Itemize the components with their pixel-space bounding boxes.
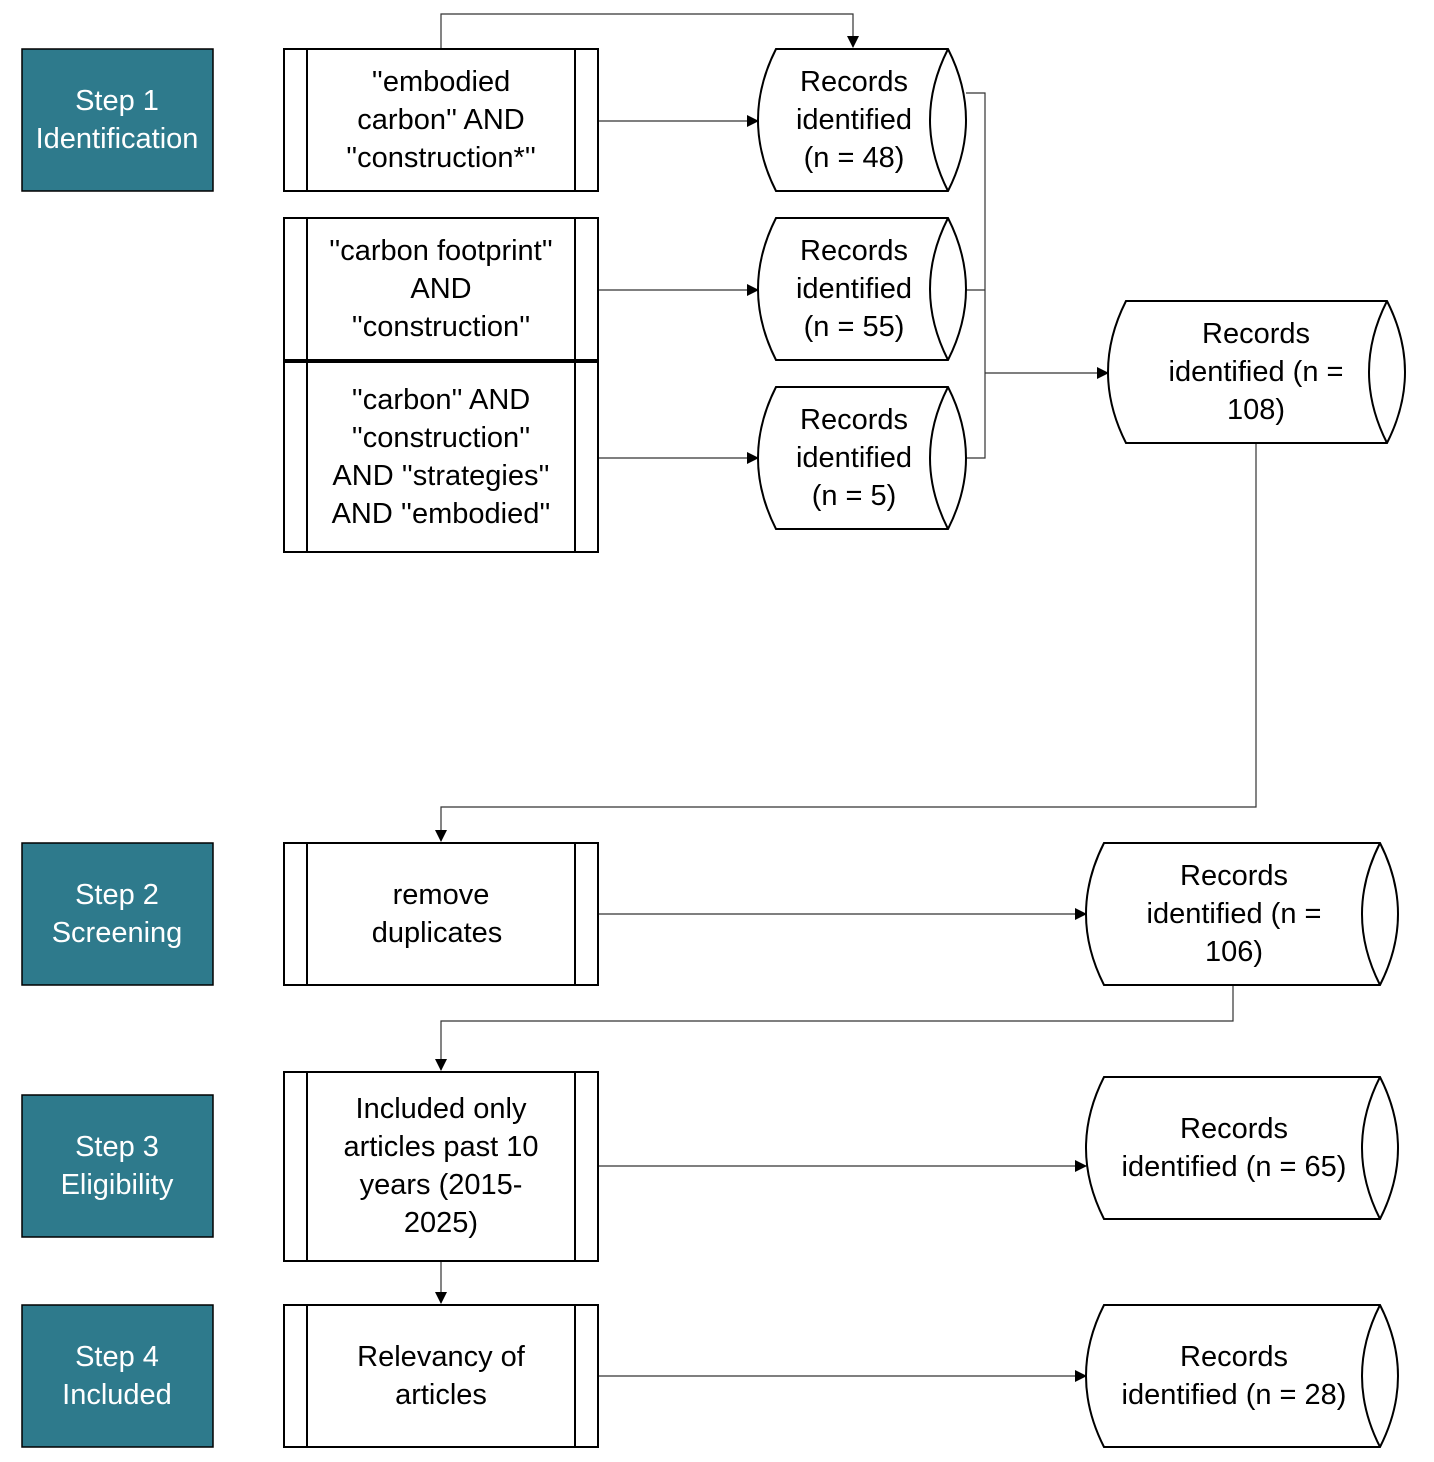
records-55-line-3: (n = 55) bbox=[804, 311, 905, 343]
relevancy-line-2: articles bbox=[395, 1379, 487, 1411]
process-box-query-1: ''embodied carbon'' AND ''construction*'… bbox=[283, 48, 599, 192]
records-48-line-1: Records bbox=[800, 66, 908, 98]
step-1-box bbox=[21, 48, 214, 192]
process-box-query-2: ''carbon footprint'' AND ''construction'… bbox=[283, 217, 599, 361]
step-2-title: Step 2 bbox=[75, 879, 159, 911]
query-3-line-1: ''carbon'' AND bbox=[352, 384, 531, 416]
relevancy-line-1: Relevancy of bbox=[357, 1341, 526, 1373]
process-box-remove-duplicates: remove duplicates bbox=[283, 842, 599, 986]
records-box-5: Records identified (n = 5) bbox=[757, 386, 967, 530]
step-2-subtitle: Screening bbox=[52, 917, 183, 949]
records-65-line-2: identified (n = 65) bbox=[1122, 1151, 1347, 1183]
query-1-line-2: carbon'' AND bbox=[357, 104, 524, 136]
records-box-106: Records identified (n = 106) bbox=[1085, 842, 1399, 986]
step-1-label: Step 1 Identification bbox=[21, 48, 214, 192]
records-108-line-1: Records bbox=[1202, 318, 1310, 350]
step-2-box bbox=[21, 842, 214, 986]
step-4-box bbox=[21, 1304, 214, 1448]
connector-top-loop bbox=[440, 13, 859, 49]
connector-records108-screening bbox=[435, 444, 1257, 842]
process-box-query-3: ''carbon'' AND ''construction'' AND ''st… bbox=[283, 361, 599, 553]
step-3-subtitle: Eligibility bbox=[61, 1169, 174, 1201]
step-1-title: Step 1 bbox=[75, 85, 159, 117]
step-3-title: Step 3 bbox=[75, 1131, 159, 1163]
step-3-box bbox=[21, 1094, 214, 1238]
process-box-relevancy: Relevancy of articles bbox=[283, 1304, 599, 1448]
records-106-line-2: identified (n = bbox=[1147, 898, 1322, 930]
query-2-line-2: AND bbox=[410, 273, 471, 305]
records-28-line-2: identified (n = 28) bbox=[1122, 1379, 1347, 1411]
step-4-subtitle: Included bbox=[62, 1379, 172, 1411]
process-box-eligibility: Included only articles past 10 years (20… bbox=[283, 1071, 599, 1262]
query-3-line-3: AND ''strategies'' bbox=[332, 460, 549, 492]
records-108-line-3: 108) bbox=[1227, 394, 1285, 426]
query-2-line-1: ''carbon footprint'' bbox=[329, 235, 553, 267]
duplicates-line-1: remove bbox=[393, 879, 490, 911]
records-box-28: Records identified (n = 28) bbox=[1085, 1304, 1399, 1448]
records-55-line-1: Records bbox=[800, 235, 908, 267]
eligibility-line-4: 2025) bbox=[404, 1207, 478, 1239]
records-box-65: Records identified (n = 65) bbox=[1085, 1076, 1399, 1220]
records-48-line-3: (n = 48) bbox=[804, 142, 905, 174]
records-box-55: Records identified (n = 55) bbox=[757, 217, 967, 361]
records-5-line-3: (n = 5) bbox=[812, 480, 897, 512]
records-106-line-3: 106) bbox=[1205, 936, 1263, 968]
eligibility-line-3: years (2015- bbox=[360, 1169, 523, 1201]
query-2-line-3: ''construction'' bbox=[352, 311, 531, 343]
records-108-line-2: identified (n = bbox=[1169, 356, 1344, 388]
eligibility-line-1: Included only bbox=[356, 1093, 527, 1125]
eligibility-line-2: articles past 10 bbox=[343, 1131, 538, 1163]
records-28-line-1: Records bbox=[1180, 1341, 1288, 1373]
query-1-line-3: ''construction*'' bbox=[346, 142, 536, 174]
duplicates-line-2: duplicates bbox=[372, 917, 503, 949]
records-box-108: Records identified (n = 108) bbox=[1107, 300, 1406, 444]
records-box-48: Records identified (n = 48) bbox=[757, 48, 967, 192]
step-3-label: Step 3 Eligibility bbox=[21, 1094, 214, 1238]
records-5-line-2: identified bbox=[796, 442, 912, 474]
records-106-line-1: Records bbox=[1180, 860, 1288, 892]
records-65-line-1: Records bbox=[1180, 1113, 1288, 1145]
records-5-line-1: Records bbox=[800, 404, 908, 436]
step-4-label: Step 4 Included bbox=[21, 1304, 214, 1448]
step-1-subtitle: Identification bbox=[36, 123, 199, 155]
query-3-line-2: ''construction'' bbox=[352, 422, 531, 454]
records-55-line-2: identified bbox=[796, 273, 912, 305]
step-4-title: Step 4 bbox=[75, 1341, 159, 1373]
records-48-line-2: identified bbox=[796, 104, 912, 136]
query-1-line-1: ''embodied bbox=[372, 66, 510, 98]
step-2-label: Step 2 Screening bbox=[21, 842, 214, 986]
query-3-line-4: AND ''embodied'' bbox=[332, 498, 551, 530]
connector-records106-eligibility bbox=[435, 986, 1234, 1071]
